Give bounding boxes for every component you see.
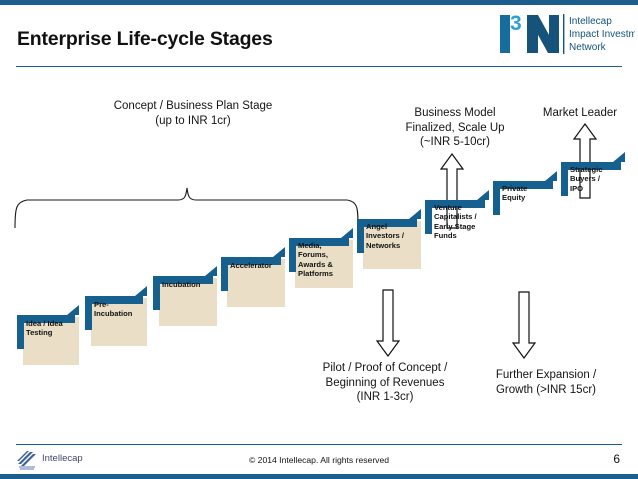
- step-private-equity[interactable]: Private Equity: [493, 171, 557, 219]
- step-label: Private Equity: [502, 184, 528, 203]
- step-label: Incubation: [162, 280, 201, 289]
- step-bar: [221, 247, 291, 291]
- up-arrow-business-model: [440, 152, 464, 230]
- step-strategic-buyers[interactable]: Strategic Buyers / IPO: [561, 152, 625, 200]
- svg-text:Intellecap: Intellecap: [569, 16, 612, 27]
- step-label: Venture Capitalists / Early Stage Funds: [434, 203, 477, 240]
- step-angel-investors[interactable]: Angel Investors / Networks: [357, 209, 421, 269]
- step-label: Idea / Idea Testing: [26, 319, 63, 338]
- step-bar: [425, 190, 495, 234]
- up-arrow-market-leader: [573, 122, 597, 200]
- svg-text:3: 3: [510, 12, 522, 35]
- step-label: Media, Forums, Awards & Platforms: [298, 241, 334, 278]
- footer-divider: [16, 444, 622, 445]
- svg-text:Network: Network: [569, 42, 607, 53]
- header-divider: [16, 66, 622, 67]
- step-bar: [493, 171, 563, 215]
- step-incubation[interactable]: Incubation: [153, 266, 217, 326]
- step-pre-incubation[interactable]: Pre- Incubation: [85, 286, 147, 346]
- step-label: Strategic Buyers / IPO: [570, 165, 603, 193]
- step-plate: [295, 240, 353, 288]
- i3n-logo: 3 Intellecap Impact Investment Network: [497, 8, 635, 58]
- intellecap-footer-wordmark: Intellecap: [42, 453, 83, 464]
- page-number: 6: [613, 452, 620, 466]
- step-media-forums[interactable]: Media, Forums, Awards & Platforms: [289, 228, 353, 288]
- step-label: Accelerator: [230, 261, 272, 270]
- step-label: Pre- Incubation: [94, 300, 133, 319]
- annotation-business-model-scale-up: Business Model Finalized, Scale Up (~INR…: [405, 107, 505, 148]
- top-accent-bar: [0, 0, 638, 5]
- step-bar: [85, 286, 153, 330]
- step-bar: [561, 152, 631, 196]
- page-title: Enterprise Life-cycle Stages: [17, 28, 273, 50]
- step-bar: [357, 209, 427, 253]
- intellecap-footer-logo: Intellecap: [16, 450, 100, 470]
- scope-brace: [10, 186, 362, 230]
- bottom-accent-bar: [0, 474, 638, 479]
- step-label: Angel Investors / Networks: [366, 222, 404, 250]
- step-venture-capitalists[interactable]: Venture Capitalists / Early Stage Funds: [425, 190, 489, 240]
- svg-text:Impact Investment: Impact Investment: [569, 29, 635, 40]
- annotation-further-expansion: Further Expansion / Growth (>INR 15cr): [495, 369, 597, 396]
- step-plate: [227, 259, 285, 307]
- step-accelerator[interactable]: Accelerator: [221, 247, 285, 307]
- step-bar: [289, 228, 359, 272]
- step-plate: [91, 298, 147, 346]
- annotation-market-leader: Market Leader: [542, 107, 618, 119]
- step-idea-testing[interactable]: Idea / Idea Testing: [17, 305, 79, 365]
- step-bar: [153, 266, 223, 310]
- step-plate: [23, 317, 79, 365]
- step-plate: [159, 278, 217, 326]
- annotation-pilot-proof-of-concept: Pilot / Proof of Concept / Beginning of …: [322, 362, 448, 403]
- intellecap-mark-icon: [16, 450, 38, 475]
- down-arrow-pilot: [376, 288, 400, 358]
- down-arrow-further-expansion: [512, 290, 536, 360]
- copyright-text: © 2014 Intellecap. All rights reserved: [248, 455, 390, 465]
- step-bar: [17, 305, 85, 349]
- step-plate: [363, 221, 421, 269]
- annotation-concept-business-plan: Concept / Business Plan Stage (up to INR…: [113, 100, 273, 127]
